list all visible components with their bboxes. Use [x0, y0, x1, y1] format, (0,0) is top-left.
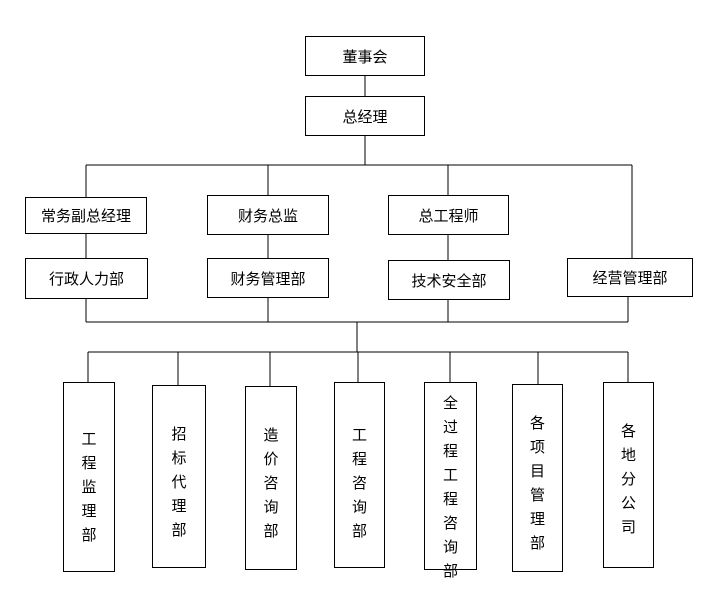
- gm-box: 总经理: [305, 96, 425, 136]
- admin-hr-label: 行政人力部: [48, 270, 124, 288]
- unit-project-management-box: 各 项 目 管 理 部: [512, 384, 563, 572]
- tech-safety-box: 技术安全部: [388, 260, 510, 300]
- unit-full-process-consulting-box: 全 过 程 工 程 咨 询 部: [424, 382, 477, 580]
- executive-vp-box: 常务副总经理: [25, 197, 147, 234]
- unit-label: 造 价 咨 询 部: [263, 426, 279, 540]
- unit-label: 各 项 目 管 理 部: [529, 414, 545, 552]
- unit-engineering-consulting-box: 工 程 咨 询 部: [334, 382, 385, 568]
- chief-engineer-label: 总工程师: [418, 206, 479, 225]
- board-box: 董事会: [305, 36, 425, 76]
- board-label: 董事会: [342, 47, 388, 66]
- unit-cost-consulting-box: 造 价 咨 询 部: [245, 386, 297, 570]
- unit-label: 各 地 分 公 司: [620, 422, 636, 536]
- cfo-box: 财务总监: [207, 195, 329, 235]
- cfo-label: 财务总监: [237, 206, 298, 225]
- finance-mgmt-label: 财务管理部: [230, 269, 306, 288]
- unit-label: 招 标 代 理 部: [171, 425, 187, 539]
- finance-mgmt-box: 财务管理部: [207, 258, 329, 298]
- unit-engineering-supervision-box: 工 程 监 理 部: [63, 382, 115, 572]
- operations-mgmt-label: 经营管理部: [592, 269, 668, 287]
- operations-mgmt-box: 经营管理部: [567, 258, 693, 297]
- gm-label: 总经理: [342, 107, 388, 126]
- admin-hr-box: 行政人力部: [25, 258, 148, 299]
- unit-label: 工 程 咨 询 部: [351, 426, 367, 540]
- tech-safety-label: 技术安全部: [411, 271, 487, 290]
- unit-label: 全 过 程 工 程 咨 询 部: [442, 394, 458, 580]
- unit-label: 工 程 监 理 部: [81, 430, 97, 544]
- chief-engineer-box: 总工程师: [388, 195, 509, 235]
- executive-vp-label: 常务副总经理: [40, 207, 131, 225]
- unit-branch-offices-box: 各 地 分 公 司: [603, 382, 654, 568]
- unit-tender-agency-box: 招 标 代 理 部: [152, 385, 206, 568]
